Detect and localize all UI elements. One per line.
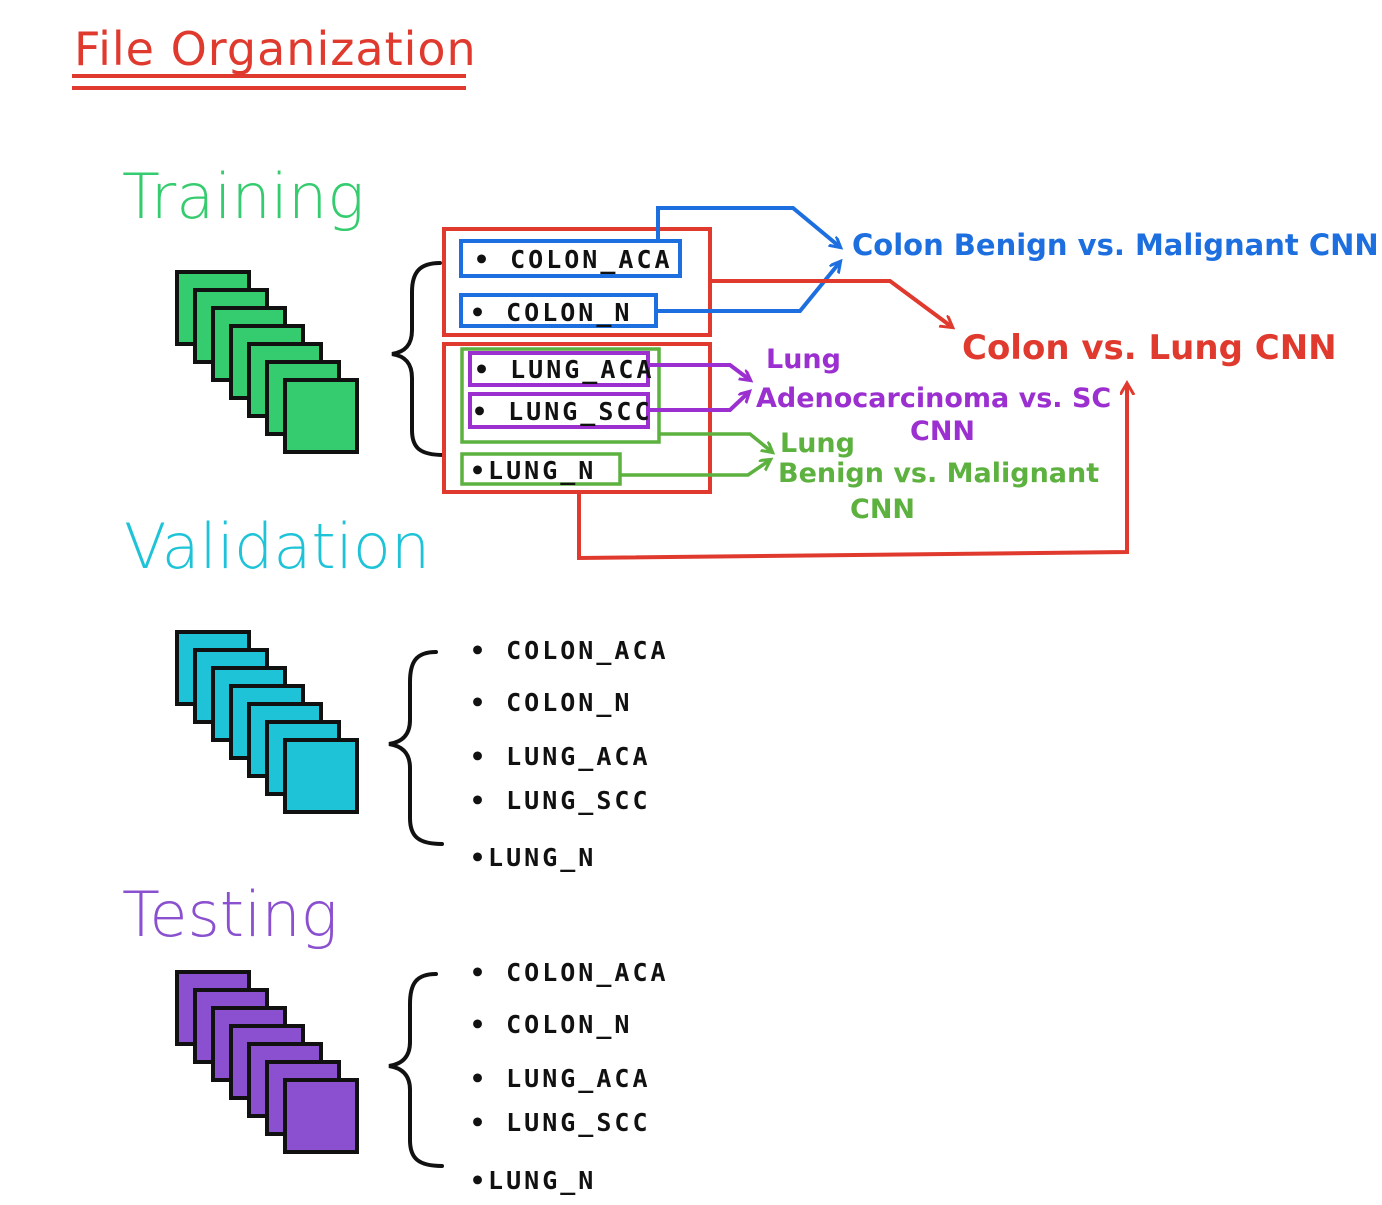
training-item-lung-aca: • LUNG_ACA: [474, 355, 655, 384]
colon-to-colon-lung-arrow: [710, 279, 952, 327]
lung-n-to-benign-arrow: [620, 460, 770, 477]
testing-title: Testing: [122, 878, 338, 951]
validation-item-colon-aca: • COLON_ACA: [470, 636, 669, 665]
page-title: File Organization: [74, 22, 477, 76]
testing-item-colon-n: • COLON_N: [470, 1010, 633, 1039]
validation-item-colon-n: • COLON_N: [470, 688, 633, 717]
training-item-lung-scc: • LUNG_SCC: [472, 397, 653, 426]
lung-n-box: [460, 452, 622, 486]
lung-benign-label-line2: Benign vs. Malignant: [778, 458, 1100, 489]
lung-to-colon-lung-arrow: [577, 384, 1127, 561]
testing-item-colon-aca: • COLON_ACA: [470, 958, 669, 987]
training-item-lung-n: •LUNG_N: [470, 456, 597, 485]
testing-image-stack-icon: [175, 970, 359, 1154]
training-image-stack-icon: [175, 270, 359, 454]
lung-adeno-label-line2: Adenocarcinoma vs. SC: [756, 383, 1112, 414]
validation-item-lung-aca: • LUNG_ACA: [470, 742, 651, 771]
testing-item-lung-scc: • LUNG_SCC: [470, 1108, 651, 1137]
colon-vs-lung-label: Colon vs. Lung CNN: [962, 328, 1337, 368]
colon-n-to-benign-arrow: [656, 262, 840, 313]
lung-adeno-label-line3: CNN: [910, 416, 976, 447]
validation-curly-brace-icon: [388, 650, 444, 846]
validation-image-stack-icon: [175, 630, 359, 814]
training-title: Training: [122, 160, 365, 233]
lung-aca-to-adeno-arrow: [648, 363, 750, 380]
validation-item-lung-n: •LUNG_N: [470, 843, 597, 872]
stack-image-7: [283, 1078, 359, 1154]
lung-adeno-label-line1: Lung: [766, 344, 841, 375]
lung-aca-box: [468, 351, 650, 387]
validation-item-lung-scc: • LUNG_SCC: [470, 786, 651, 815]
colon-benign-malignant-label: Colon Benign vs. Malignant CNN: [852, 228, 1379, 262]
lung-scc-to-adeno-arrow: [648, 392, 749, 412]
stack-image-7: [283, 378, 359, 454]
testing-item-lung-n: •LUNG_N: [470, 1166, 597, 1195]
title-underline: [72, 74, 466, 90]
testing-item-lung-aca: • LUNG_ACA: [470, 1064, 651, 1093]
testing-curly-brace-icon: [388, 972, 444, 1168]
lung-malignant-to-benign-arrow: [659, 432, 772, 452]
lung-benign-label-line1: Lung: [780, 428, 855, 459]
lung-benign-label-line3: CNN: [850, 494, 916, 525]
training-item-colon-n: • COLON_N: [470, 298, 633, 327]
colon-aca-to-benign-arrow: [656, 206, 840, 247]
colon-aca-box: [459, 239, 682, 278]
stack-image-7: [283, 738, 359, 814]
lung-malignant-box: [460, 347, 661, 444]
training-curly-brace-icon: [391, 261, 446, 457]
validation-title: Validation: [124, 510, 431, 583]
training-item-colon-aca: • COLON_ACA: [474, 245, 673, 274]
